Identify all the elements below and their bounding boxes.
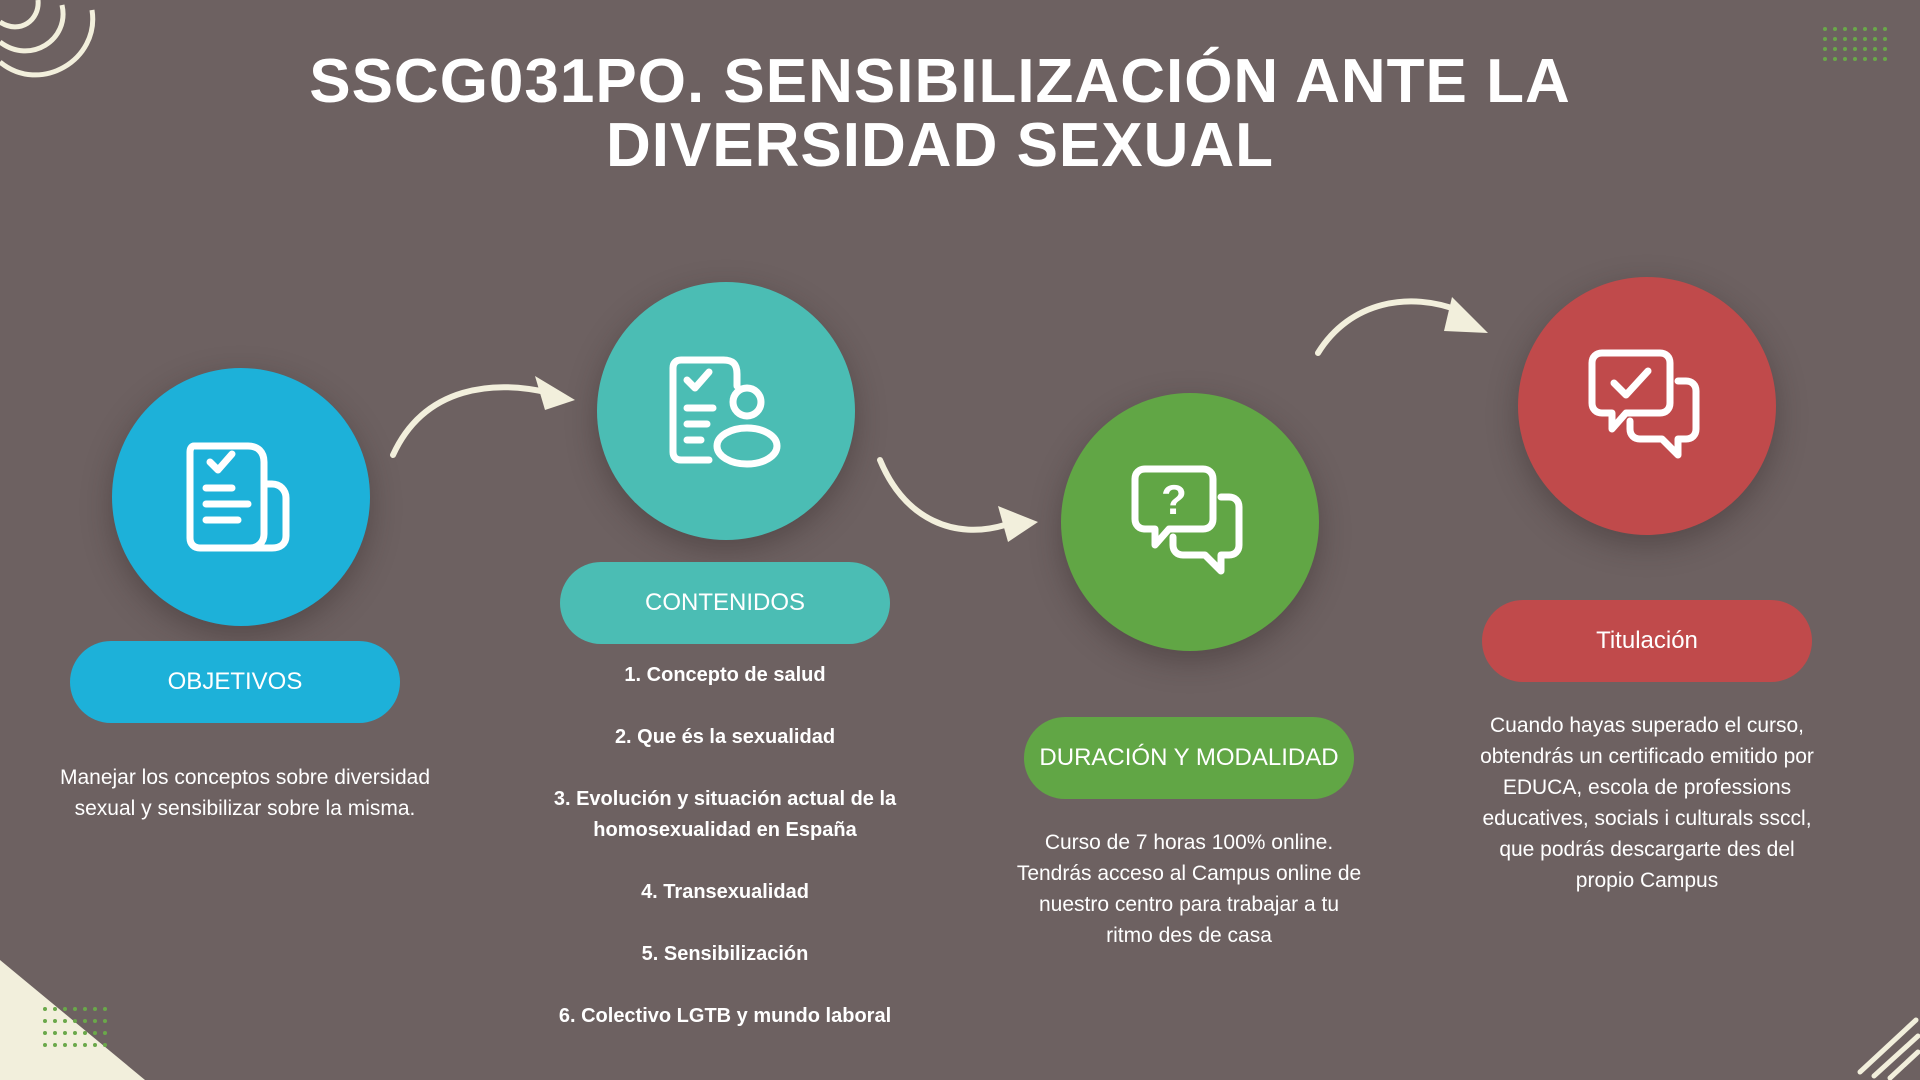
- arrow-3-icon: [1315, 297, 1488, 356]
- objetivos-button[interactable]: OBJETIVOS: [70, 641, 400, 723]
- duracion-description: Curso de 7 horas 100% online. Tendrás ac…: [1016, 831, 1362, 947]
- objetivos-circle: [112, 368, 370, 626]
- checklist-user-icon: [669, 356, 781, 468]
- svg-text:?: ?: [1161, 476, 1187, 523]
- list-item: 2. Que és la sexualidad: [614, 726, 836, 748]
- contenidos-list: 1. Concepto de salud 2. Que és la sexual…: [540, 660, 910, 1063]
- list-item: 3. Evolución y situación actual de la ho…: [553, 788, 897, 841]
- titulacion-description: Cuando hayas superado el curso, obtendrá…: [1480, 714, 1814, 892]
- page-title: SSCG031PO. SENSIBILIZACIÓN ANTE LA DIVER…: [0, 50, 1880, 178]
- titulacion-button[interactable]: Titulación: [1482, 600, 1812, 682]
- duracion-button[interactable]: DURACIÓN Y MODALIDAD: [1024, 717, 1354, 799]
- title-line-2: DIVERSIDAD SEXUAL: [605, 111, 1275, 180]
- stripes-decoration: [1857, 1017, 1920, 1080]
- title-line-1: SSCG031PO. SENSIBILIZACIÓN ANTE LA: [309, 47, 1571, 116]
- duracion-circle: ?: [1061, 393, 1319, 651]
- list-item: 5. Sensibilización: [641, 943, 809, 965]
- titulacion-circle: [1518, 277, 1776, 535]
- arrow-2-icon: [877, 457, 1038, 542]
- check-chat-icon: [1588, 349, 1700, 459]
- list-item: 6. Colectivo LGTB y mundo laboral: [558, 1005, 892, 1027]
- list-item: 1. Concepto de salud: [624, 664, 826, 686]
- contenidos-circle: [597, 282, 855, 540]
- list-item: 4. Transexualidad: [641, 881, 809, 903]
- question-chat-icon: ?: [1131, 465, 1243, 575]
- dot-grid-decoration: [1823, 27, 1887, 61]
- swirl-decoration: [0, 0, 96, 78]
- document-check-icon: [186, 442, 290, 552]
- corner-triangle-decoration: [0, 960, 145, 1080]
- dot-grid-decoration: [43, 1007, 107, 1047]
- contenidos-button[interactable]: CONTENIDOS: [560, 562, 890, 644]
- objetivos-description: Manejar los conceptos sobre diversidad s…: [59, 766, 431, 820]
- arrow-1-icon: [390, 376, 575, 458]
